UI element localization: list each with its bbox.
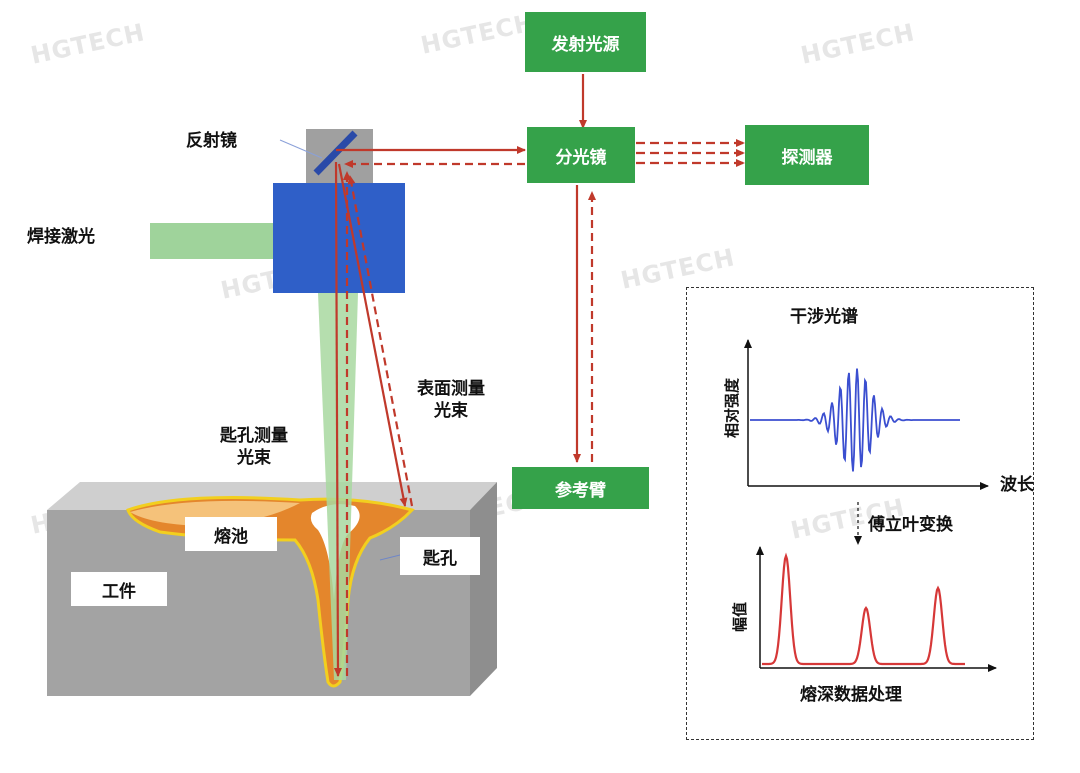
melt-pool-label: 熔池	[185, 517, 277, 551]
interference-plot	[744, 339, 989, 490]
reflector-label: 反射镜	[186, 131, 237, 151]
light-source-box: 发射光源	[525, 12, 646, 72]
laser-head	[273, 183, 405, 293]
relative-intensity-label: 相对强度	[723, 377, 741, 438]
detector-box: 探测器	[745, 125, 869, 185]
surface-beam-label: 表面测量 光束	[417, 379, 485, 421]
workpiece-label: 工件	[71, 572, 167, 606]
signal-processing-panel	[686, 287, 1034, 740]
fourier-transform-label: 傅立叶变换	[868, 515, 953, 535]
spectrum-title: 干涉光谱	[790, 307, 858, 327]
weld-laser-beam	[150, 223, 275, 259]
keyhole-label: 匙孔	[400, 537, 480, 575]
depth-processing-caption: 熔深数据处理	[800, 685, 902, 705]
reflector-mirror	[313, 130, 358, 176]
mirror-housing	[306, 129, 373, 185]
weld-laser-label: 焊接激光	[27, 227, 95, 247]
amplitude-plot	[756, 546, 997, 672]
interference-waveform	[750, 368, 960, 472]
wavelength-label: 波长	[1000, 475, 1034, 495]
reference-arm-box: 参考臂	[512, 467, 649, 509]
amplitude-peaks	[762, 552, 965, 666]
keyhole-beam-label: 匙孔测量 光束	[220, 426, 288, 468]
measurement-beams	[333, 74, 745, 677]
amplitude-label: 幅值	[731, 601, 749, 632]
beam-splitter-box: 分光镜	[527, 127, 635, 183]
